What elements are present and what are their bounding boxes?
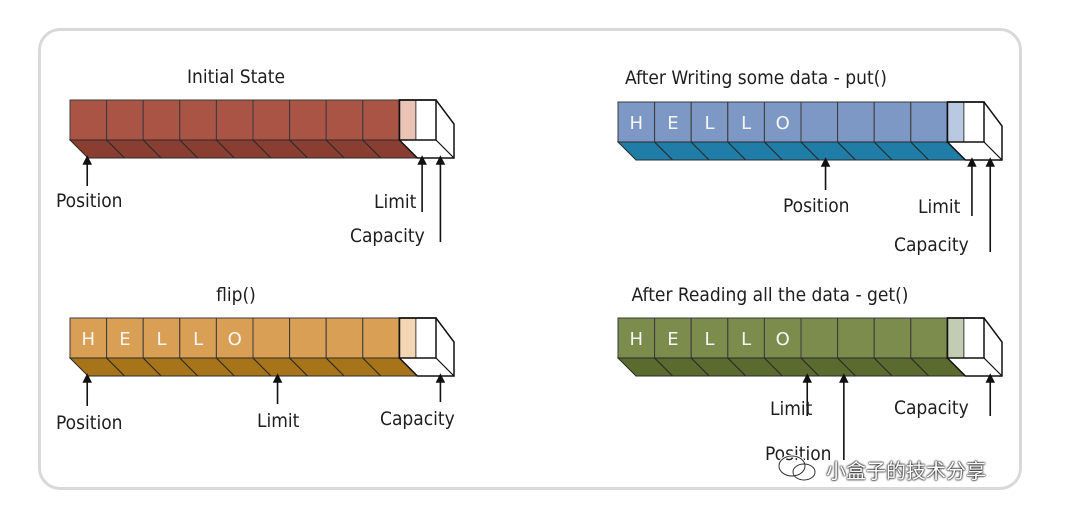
buffer-cell [106,317,144,359]
limit-cell [946,317,965,359]
buffer-cell [215,317,254,359]
buffer-cell [252,99,291,141]
limit-cell [398,99,417,141]
cell-letter: L [193,329,203,350]
limit-cell [946,101,965,143]
buffer-cell [910,101,948,143]
cell-letter: L [741,329,751,350]
buffer-cell [617,317,656,359]
pointer-label: Capacity [380,408,455,430]
buffer-panel-flip: flip() H E L L O Position Limit Capacity [56,284,455,434]
buffer-cell [727,317,765,359]
panel-title: Initial State [187,66,285,88]
buffer-cell [142,99,181,141]
pointer-label: Limit [257,410,300,432]
pointer-label: Position [56,190,122,212]
buffer-cell [837,101,875,143]
buffer-cell [362,99,400,141]
buffer-cell [910,317,948,359]
panel-title: flip() [216,284,256,306]
buffer-cell [215,99,254,141]
buffer-cell [763,317,802,359]
cell-letter: O [228,329,242,350]
pointer-label: Limit [918,196,961,218]
buffer-cell [690,101,729,143]
buffer-cell [800,317,839,359]
buffer-cell [289,99,327,141]
pointer-label: Capacity [350,225,425,247]
capacity-cell-edge [435,357,455,377]
buffer-panel-after-writing: After Writing some data - put() H E L L O Posi… [616,67,1003,256]
pointer-label: Position [783,195,849,217]
buffer-cell [837,317,875,359]
limit-cell [398,317,417,359]
cell-letter: E [667,113,678,134]
panel-title: After Writing some data - put() [625,67,887,89]
cell-letter: O [776,329,790,350]
buffer-cell [142,317,181,359]
buffer-cell [654,101,692,143]
buffer-cell [69,317,108,359]
cell-letter: L [156,329,166,350]
buffer-cell [252,317,291,359]
buffer-cell [325,99,364,141]
buffer-panel-after-reading: After Reading all the data - get() H E L L O L… [616,284,1003,465]
buffer-cell [763,101,802,143]
cell-letter: L [741,113,751,134]
cell-letter: L [704,329,714,350]
buffer-cell [179,99,217,141]
buffer-cell [289,317,327,359]
cell-letter: H [630,329,644,350]
pointer-label: Capacity [894,397,969,419]
cell-letter: E [667,329,678,350]
pointer-label: Limit [374,191,417,213]
buffer-cell [654,317,692,359]
buffer-cell [69,99,108,141]
panel-title: After Reading all the data - get() [632,284,909,306]
capacity-cell-edge [983,357,1003,377]
pointer-label: Capacity [894,234,969,256]
capacity-cell-edge [983,141,1003,161]
watermark: 小盒子的技术分享 [776,452,986,486]
pointer-label: Limit [770,398,813,420]
buffer-cell [873,317,912,359]
cell-letter: E [119,329,130,350]
diagram-frame [38,28,1022,490]
watermark-text: 小盒子的技术分享 [826,458,986,483]
buffer-cell [362,317,400,359]
buffer-cell [179,317,217,359]
buffer-cell [106,99,144,141]
buffer-cell [800,101,839,143]
buffer-cell [325,317,364,359]
cell-letter: H [82,329,96,350]
pointer-label: Position [56,412,122,434]
cell-letter: O [776,113,790,134]
buffer-cell [690,317,729,359]
buffer-cell [873,101,912,143]
wechat-icon [777,454,817,482]
cell-letter: L [704,113,714,134]
cell-letter: H [630,113,644,134]
buffer-cell [727,101,765,143]
capacity-cell-edge [435,139,455,159]
